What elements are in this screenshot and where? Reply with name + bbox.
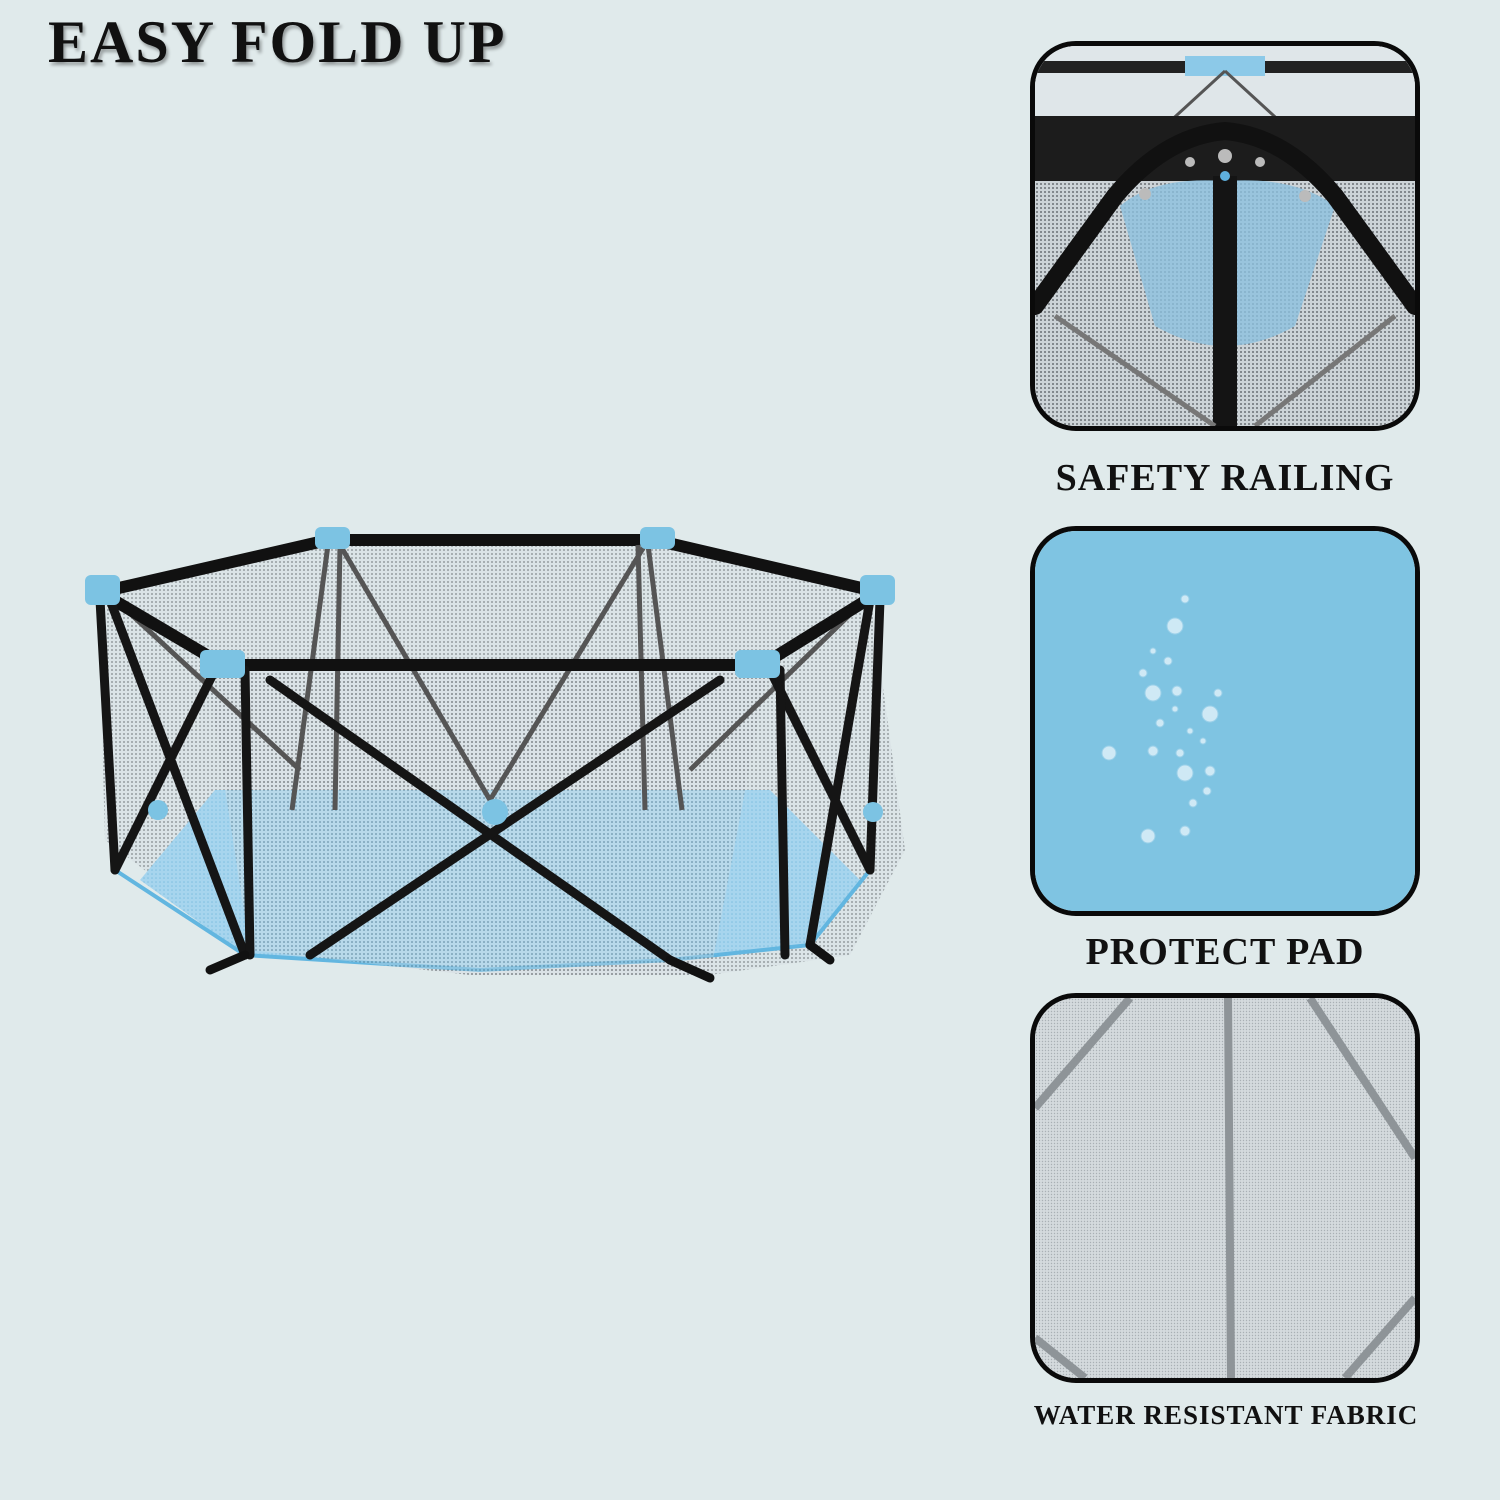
- playpen-illustration: [70, 500, 970, 1020]
- water-resistant-fabric-label: WATER RESISTANT FABRIC: [1033, 1400, 1419, 1430]
- safety-railing-label: SAFETY RAILING: [1055, 457, 1395, 499]
- headline: EASY FOLD UP: [48, 9, 507, 75]
- water-resistant-fabric-image: [1030, 993, 1420, 1383]
- protect-pad-label: PROTECT PAD: [1085, 931, 1365, 973]
- safety-railing-image: [1030, 41, 1420, 431]
- protect-pad-image: [1030, 526, 1420, 916]
